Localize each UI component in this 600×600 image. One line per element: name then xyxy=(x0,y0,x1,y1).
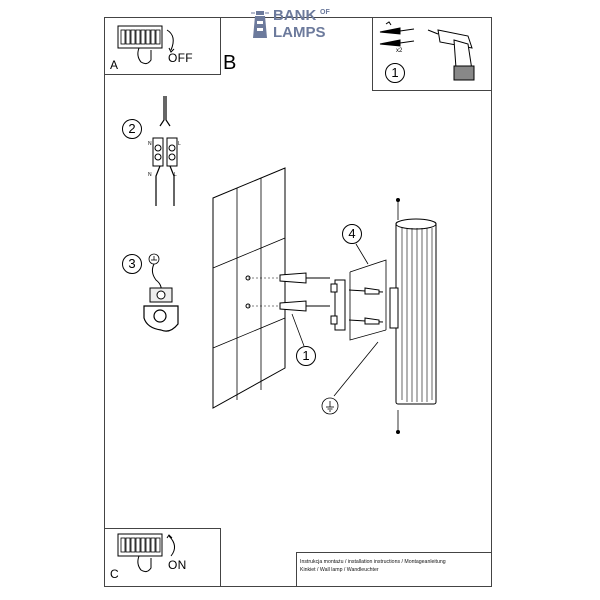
panel-a-letter: A xyxy=(110,58,119,72)
ground-connector-icon xyxy=(143,253,179,332)
mounting-plate-outline xyxy=(349,243,387,341)
footer-line-1: Instrukcja montażu / installation instru… xyxy=(300,559,446,565)
step-1-tools-badge: 1 xyxy=(385,63,405,83)
panel-b-letter: B xyxy=(223,52,237,74)
logo-line-lamps: LAMPS xyxy=(273,24,326,41)
fuse-box-off-icon xyxy=(117,25,175,65)
step-4-badge: 4 xyxy=(342,224,362,244)
wall-lamp-body xyxy=(389,198,437,434)
panel-c xyxy=(104,528,221,587)
ground-symbol-icon xyxy=(321,341,379,415)
logo-line-bank: BANK xyxy=(273,7,317,24)
wall-plugs-drawing xyxy=(245,272,330,312)
panel-a xyxy=(104,17,221,75)
tools-panel xyxy=(372,17,492,91)
terminal-n-bottom: N xyxy=(148,172,152,178)
mounting-bracket xyxy=(330,279,384,331)
drill-icon xyxy=(427,29,475,81)
terminal-l-bottom: L xyxy=(174,172,177,178)
panel-c-word: ON xyxy=(168,558,187,572)
wall-plugs-screws-icon xyxy=(379,21,415,47)
terminal-n-top: N xyxy=(148,141,152,147)
step-1-wall-badge: 1 xyxy=(296,346,316,366)
step-2-badge: 2 xyxy=(122,119,142,139)
lighthouse-icon xyxy=(251,11,269,38)
panel-a-word: OFF xyxy=(168,51,193,65)
panel-c-letter: C xyxy=(110,567,119,581)
bank-of-lamps-logo: BANK OF LAMPS xyxy=(250,7,360,41)
logo-of: OF xyxy=(320,9,330,16)
footer-box xyxy=(296,552,492,587)
fuse-box-on-icon xyxy=(117,533,175,573)
wall-tiles xyxy=(212,167,286,409)
step-1-leader xyxy=(291,313,305,347)
count-label: x2 xyxy=(396,48,403,54)
terminal-l-top: L xyxy=(178,141,181,147)
step-3-badge: 3 xyxy=(122,254,142,274)
terminal-block-icon xyxy=(152,96,178,206)
footer-line-2: Kinkiet / Wall lamp / Wandleuchter xyxy=(300,567,379,573)
